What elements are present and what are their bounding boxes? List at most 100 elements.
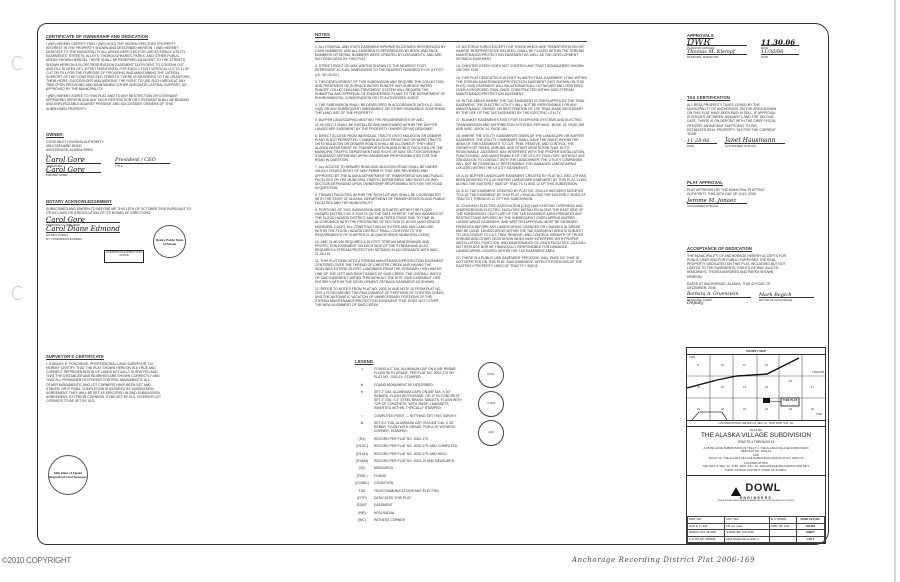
located-text: The NW 1/4, Sec. 24, T13N, R3W, S.M., AK… [702,464,810,472]
legend-symbol: ESMT. [356,503,368,508]
legend-symbol: (R1) [358,436,366,441]
legend-item: (R1&H)Record per plat no. 2002-179, and … [355,452,505,456]
section-number: 24 [765,408,768,411]
note-5: 5. Buffer landscaping meeting the requir… [315,118,438,131]
legend-symbol: T&E [358,488,366,493]
title-block-cell: SCALE: 1"=100' [686,522,726,530]
approval-date-1: 11.30.06 [761,39,799,47]
plat-location-marker [763,398,770,403]
note-6: 6. Direct access from individual tracts … [315,133,443,163]
tax-heading: Tax Certification [687,95,730,100]
owner-printed-label: Printed Name [46,172,68,177]
punch-hole [12,286,24,300]
legend-symbol: (WC) [357,518,367,523]
title-block-cell: DRAWN: OCT-18-2006 [686,529,726,537]
legend-symbol: (FND.) [356,473,368,478]
punch-hole [12,56,24,70]
acceptance-heading: Acceptance of Dedication [687,246,753,251]
title-block-cell: CHK: SEP [724,516,770,524]
tax-date: 11-28-06 [687,138,717,144]
firm-logo: DOWL Engineers 4040 B Street, Anchorage,… [687,475,825,504]
legend-symbol: ◑ [360,367,364,372]
clerk-label: Municipal Clerk [687,297,713,302]
section-number: 9 [697,364,699,367]
note-22: 22. There is a public use easement per b… [456,256,583,269]
note-16: 16. In the areas where the T&E easement … [456,99,585,116]
section-number: 10 [721,364,724,367]
note-8: 8. Transit facilities within the right-o… [315,192,446,206]
approval-date-2: 11/30/06 [761,50,799,56]
legend-item: (NR)Non-radial [355,511,505,515]
subdivision-title: The Alaska Village Subdivision [700,432,812,439]
section-number: 20 [811,408,814,411]
notary-heading: Notary Acknowledgement [46,199,112,204]
plat-of-label: Plat of [749,428,763,432]
legend-text: Measured [374,466,394,471]
section-number: 22 [721,408,724,411]
certificate-para1: I (we) hereby certify that I (we) hold t… [46,42,191,92]
legend-text: Record per plat no. 2003-19 and measured… [374,458,456,463]
legend-text: Dedicated this plat [374,495,412,500]
surveyor-approval-signature: Thomas M. Klempf [687,50,747,56]
township-top: T13N [689,356,695,359]
witness-cap-stamp-diagram: 2006 [478,420,504,446]
township-bottom: T13N [816,413,822,416]
legend-text: Found a 2" dia. aluminum cap on a 5/8" r… [374,367,457,380]
plat-approval-signature: Jerome M. Jonaez [687,198,747,205]
legend-item: (R1&C)Record per plat no. 2002-179, and … [355,444,505,448]
legend-item: (FND.) Found [355,474,505,478]
mayor-signature: Mark Begich [759,292,814,298]
tax-certification: Tax Certification All real property taxe… [687,95,785,148]
highway-line [687,357,800,389]
legend-symbol: (M) [359,466,365,471]
date-label: Date [761,46,769,51]
section-number: 7 [789,364,791,367]
note-4: 4. The subdivision shall be developed in… [315,103,446,116]
legend-text: Witness corner [374,518,406,523]
legend-item: (COND.)Condition [355,481,505,485]
notary-appeared-signature: Carol Gore [46,217,120,224]
legend-text: Record per plat no. 2002-179. [374,436,429,441]
note-17: 17. Blanket easements exist for telephon… [456,118,585,131]
note-12: 12. Refer to note 9 from plat no. 2003-1… [315,286,445,308]
owner-address-2: 3510 Spenard Road [46,144,82,149]
vicinity-map-drawing [687,354,825,420]
title-block-cell: SURVEYED: JUN-2006 [724,529,770,537]
legend-text: Telecommunications and electric [374,488,440,493]
section-number: 15 [721,386,724,389]
legend-text: Set 2" dia. aluminum caps on 5/8" dia. x… [374,390,462,411]
legend-symbol: ✲ [360,382,364,387]
note-1: 1. All federal and state easements/permi… [315,45,446,62]
this-plat-label: This Plat [782,397,798,402]
legend-item: ⊗Set a 2" dia. aluminum cap on a 5/8" di… [355,421,505,433]
owner-address-3: Anchorage, Alaska 99503 [46,148,93,153]
certificate-para2: I (we) hereby agree to this plat, and to… [46,94,190,111]
title-block-cell: DWN: KET [686,516,726,524]
section-number: 21 [697,408,700,411]
cap-stamp-diagram: DOWL [478,362,504,388]
note-2: 2. Street right-of-way widths shown to t… [315,64,444,77]
note-7: 7. All access to Debarr Road and Muldoon… [315,165,443,190]
title-block-cell: 148-88A [795,522,826,530]
planning-signature: DWR [687,39,747,48]
legend-text: Found [374,473,387,478]
legend-text: Condition [374,481,394,486]
title-block-cell [768,535,797,543]
note-19: 19. A 10' buffer landscape easement crea… [456,173,587,186]
acceptance-dated: Dated at Anchorage, Alaska, this 4th day… [687,281,771,290]
tax-signature: Janet Hausmann [725,137,785,144]
tax-text: All real property taxes levied by the mu… [687,103,777,136]
page-edge [894,0,896,582]
title-block: Plat of The Alaska Village Subdivision T… [686,425,826,544]
copyright-text: ©2010 COPYRIGHT [2,556,71,565]
title-block-cell: MOA CASE FILE S-11467-1 [724,535,770,543]
legend-symbol: (DTP) [357,495,367,500]
surveyor-block: Surveyor's Certificate I, Stanley E. Pon… [46,354,161,406]
notary-seal: Notary Public State of Alaska [153,225,186,258]
legend-item: ○Computed point — nothing set this surve… [355,414,505,418]
cap-stamp-diagram: S-5353 [478,391,504,417]
